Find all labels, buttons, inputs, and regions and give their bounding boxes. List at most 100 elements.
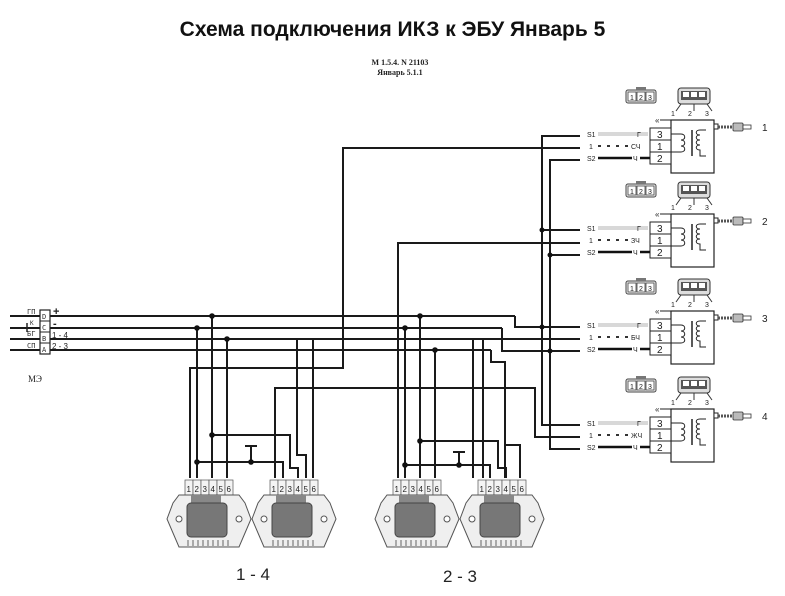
wire-id-s2: S2 [587, 445, 596, 452]
commutator-1-4-wiring [194, 313, 314, 478]
connector-pin-label: 1 [630, 286, 634, 293]
plug-pin-label: 2 [688, 111, 692, 118]
wire-color-label: БЧ [631, 335, 640, 342]
spark-plug-icon [713, 411, 752, 421]
coil-number: 2 [762, 217, 768, 228]
coil-pin-label: 1 [657, 236, 663, 247]
coil-control-wires [189, 147, 580, 478]
plug-pin-label: 1 [671, 111, 675, 118]
coil-pin-label: 2 [657, 154, 663, 165]
main-bus-wires [10, 315, 580, 478]
chevron-arrow-icon: « [655, 405, 660, 414]
wire-id-s1: S1 [587, 132, 596, 139]
wire-id-1: 1 [589, 433, 593, 440]
commutator-pin-label: 3 [203, 485, 208, 494]
connector-pin-label: 2 [639, 286, 643, 293]
wire-color-label: Ч [633, 445, 638, 452]
connector-pin-label: 1 [630, 95, 634, 102]
connector-pin-label: 3 [648, 286, 652, 293]
me-wire-k: К [30, 320, 34, 327]
coil-feed-buses [539, 135, 580, 450]
commutator-pin-label: 4 [296, 485, 301, 494]
plug-pin-label: 2 [688, 205, 692, 212]
commutator-pin-label: 4 [504, 485, 509, 494]
plug-pin-label: 3 [705, 205, 709, 212]
commutator-pin-label: 1 [480, 485, 485, 494]
coil-pin-label: 2 [657, 345, 663, 356]
me-signal-2-3: 2 - 3 [52, 342, 69, 351]
commutator-pin-label: 5 [219, 485, 224, 494]
wire-id-1: 1 [589, 335, 593, 342]
commutator-pin-label: 3 [411, 485, 416, 494]
wire-color-label: Г [637, 132, 641, 139]
chevron-arrow-icon: « [655, 210, 660, 219]
spark-plug-icon [713, 313, 752, 323]
connector-pin-label: 1 [630, 189, 634, 196]
wire-color-label: СЧ [631, 144, 641, 151]
coil-number: 4 [762, 412, 768, 423]
coil-pin-label: 3 [657, 130, 663, 141]
coil-pin-label: 2 [657, 443, 663, 454]
wire-id-1: 1 [589, 238, 593, 245]
diagram-title: Схема подключения ИКЗ к ЭБУ Январь 5 [179, 18, 606, 41]
plug-pin-label: 1 [671, 302, 675, 309]
me-wire-sp: СП [27, 342, 35, 350]
connector-pin-label: 2 [639, 384, 643, 391]
commutator-pin-label: 5 [512, 485, 517, 494]
coil-pin-label: 3 [657, 419, 663, 430]
me-signal-1-4: 1 - 4 [52, 331, 69, 340]
commutator-pin-label: 2 [488, 485, 493, 494]
plug-pin-label: 1 [671, 400, 675, 407]
wire-color-label: Ч [633, 347, 638, 354]
commutator-pin-label: 1 [395, 485, 400, 494]
me-signal-plus: + [53, 306, 59, 318]
me-wire-bg: БГ [27, 330, 35, 338]
wire-id-s2: S2 [587, 250, 596, 257]
spark-plug-icon [713, 122, 752, 132]
wire-color-label: Г [637, 226, 641, 233]
me-wire-gp: ГП [27, 308, 35, 316]
subtitle-ecu-model: M 1.5.4. N 21103 [371, 58, 429, 67]
commutator-pin-label: 1 [187, 485, 192, 494]
wire-color-label: Ч [633, 250, 638, 257]
wire-color-label: Г [637, 421, 641, 428]
commutator-pin-label: 6 [435, 485, 440, 494]
coil-pin-label: 2 [657, 248, 663, 259]
commutator-pin-label: 1 [272, 485, 277, 494]
me-pin-a: A [42, 346, 47, 354]
coil-pin-label: 1 [657, 431, 663, 442]
wire-color-label: Ч [633, 156, 638, 163]
subtitle-ecu-version: Январь 5.1.1 [377, 68, 423, 77]
wire-id-s2: S2 [587, 347, 596, 354]
me-connector: D C B A ГП К БГ СП + - 1 - 4 2 - 3 МЭ [26, 306, 69, 384]
wire-id-s1: S1 [587, 323, 596, 330]
commutator-pin-label: 3 [496, 485, 501, 494]
connector-pin-label: 1 [630, 384, 634, 391]
me-pin-d: D [42, 313, 46, 321]
me-label: МЭ [28, 374, 42, 384]
connector-pin-label: 3 [648, 95, 652, 102]
wire-id-s1: S1 [587, 226, 596, 233]
connector-pin-label: 3 [648, 384, 652, 391]
chevron-arrow-icon: « [655, 307, 660, 316]
commutator-pin-label: 4 [419, 485, 424, 494]
plug-pin-label: 3 [705, 302, 709, 309]
wire-color-label: Г [637, 323, 641, 330]
commutator-pin-label: 2 [195, 485, 200, 494]
commutator-pin-label: 6 [520, 485, 525, 494]
